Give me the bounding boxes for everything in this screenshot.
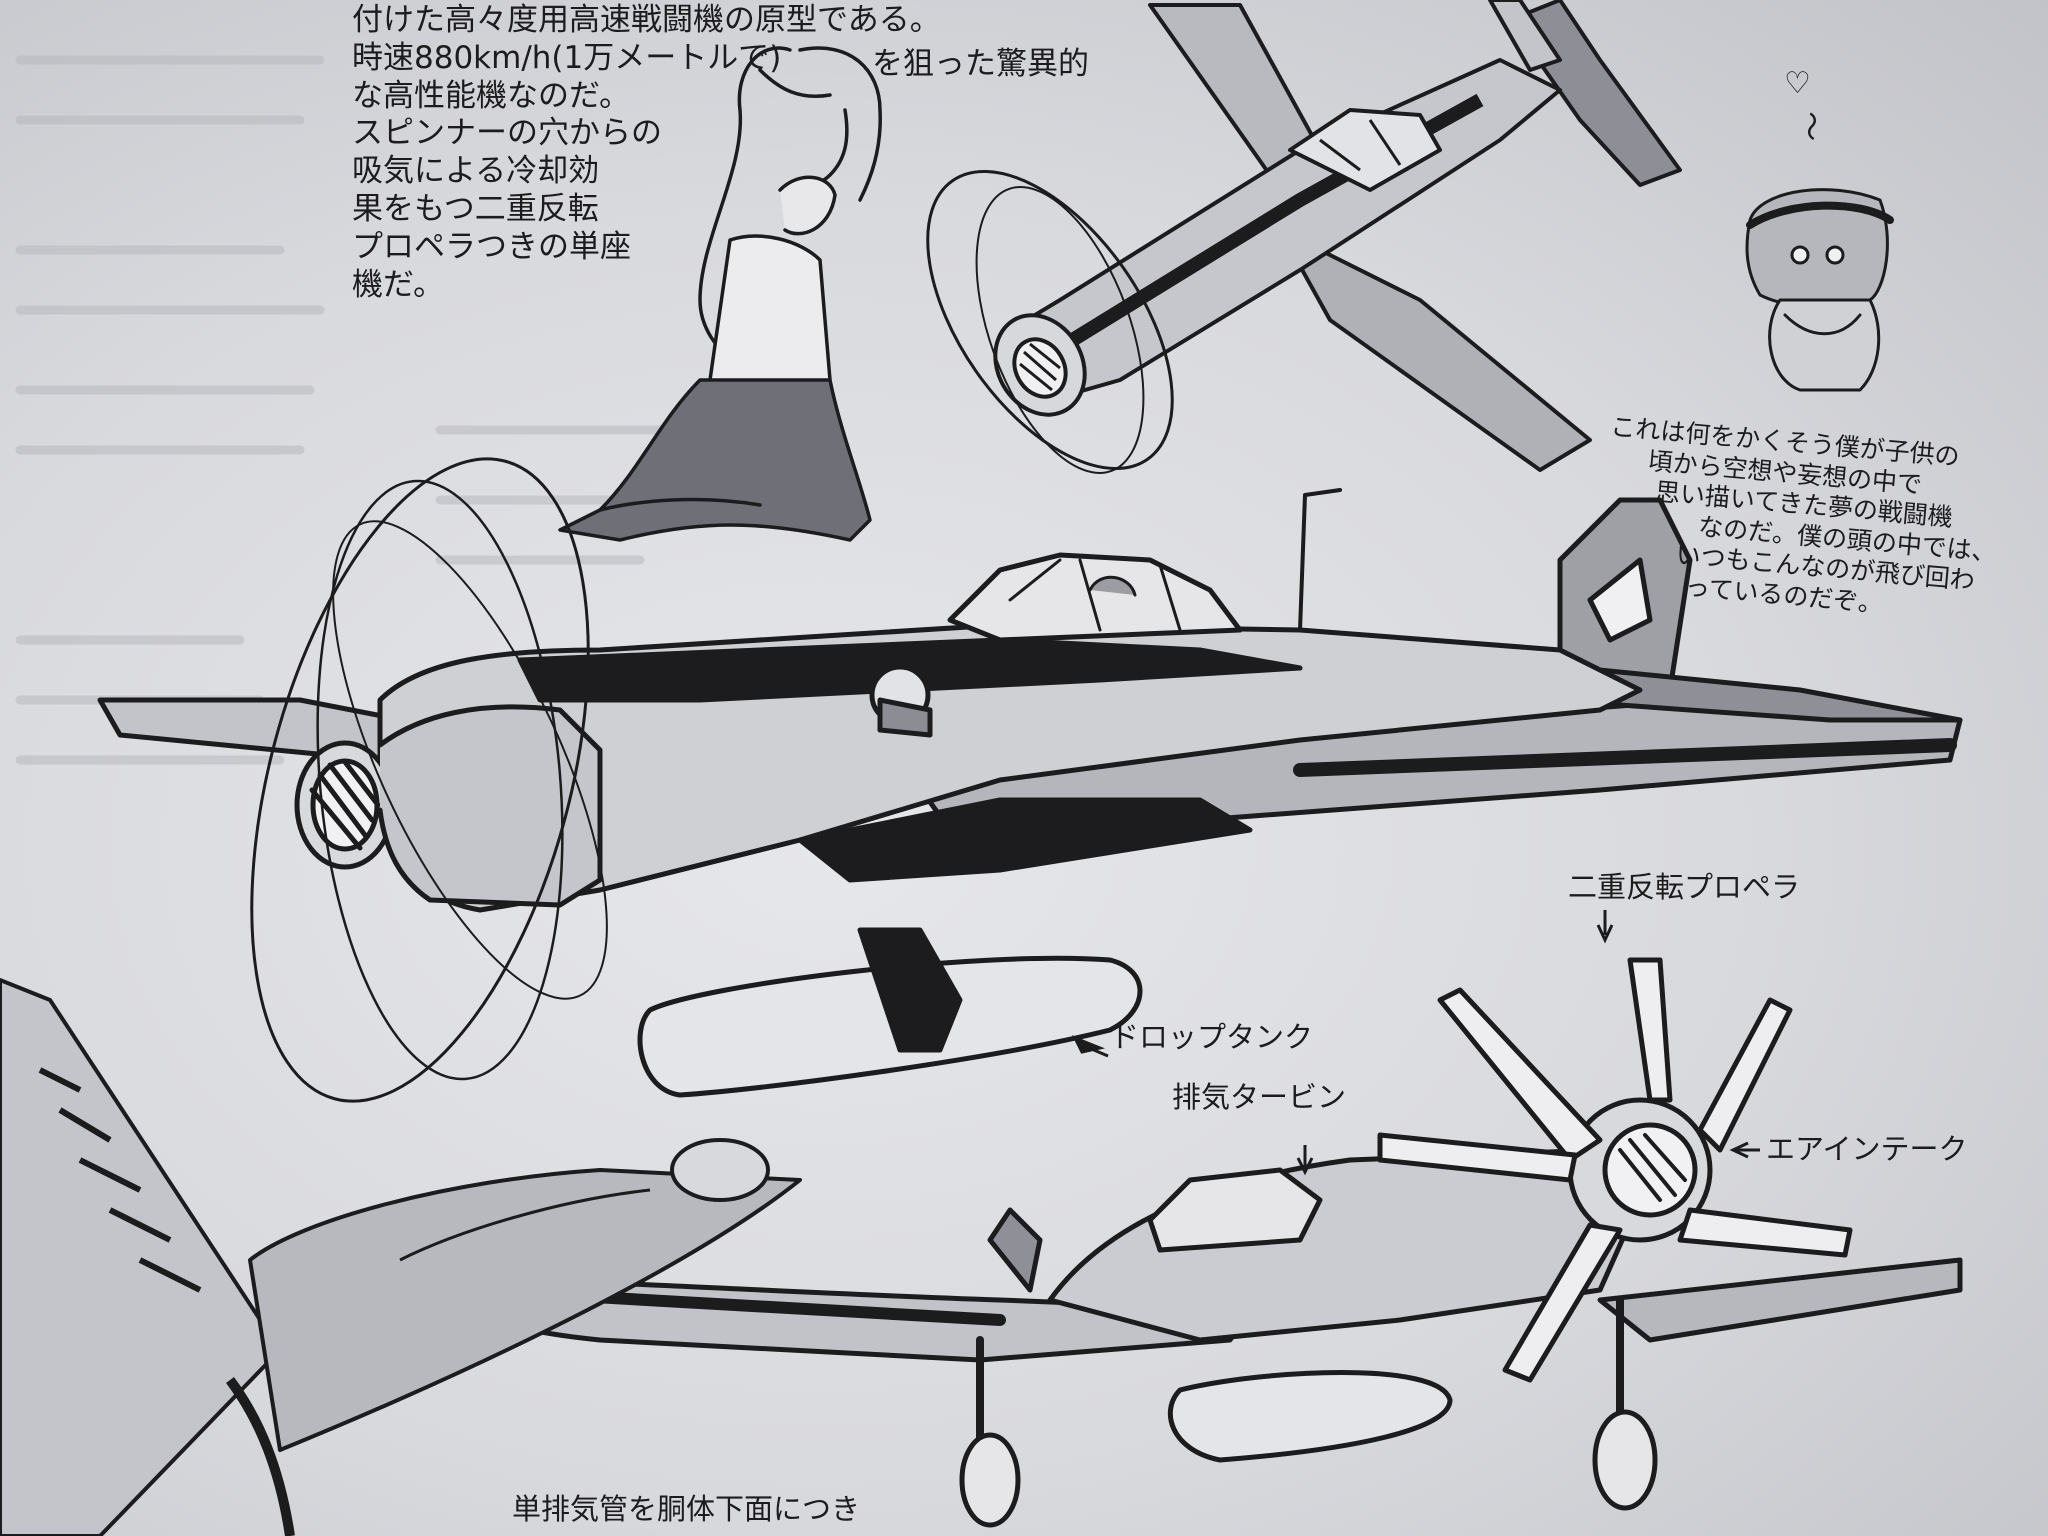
intro-line: 付けた高々度用高速戦闘機の原型である。 bbox=[352, 2, 941, 38]
faint-background-text bbox=[15, 55, 705, 765]
heart-icon: ♡ bbox=[1784, 66, 1811, 101]
intro-side-note: を狙った驚異的 bbox=[872, 46, 1089, 82]
intro-line: 時速880km/h(1万メートルで) bbox=[352, 39, 782, 76]
callout-arrows bbox=[1071, 910, 1760, 1176]
contra-prop-label: 二重反転プロペラ bbox=[1568, 870, 1801, 904]
arrow-icon bbox=[1596, 910, 1614, 944]
drop-tank-label: ドロップタンク bbox=[1110, 1020, 1314, 1054]
small-cartoon-character bbox=[1745, 188, 1894, 392]
kneeling-girl-figure bbox=[558, 46, 882, 542]
intro-line: プロペラつきの単座 bbox=[352, 228, 631, 265]
arrow-icon bbox=[1071, 1035, 1109, 1058]
main-fighter bbox=[97, 457, 1963, 1103]
air-intake-label: エアインテーク bbox=[1766, 1132, 1968, 1166]
fighter-top-right bbox=[926, 0, 1682, 474]
intro-line: な高性能機なのだ。 bbox=[352, 77, 631, 114]
intro-line: 機だ。 bbox=[352, 266, 445, 303]
closeup-wing-fragment bbox=[0, 978, 802, 1536]
intro-line: 果をもつ二重反転 bbox=[352, 191, 599, 228]
fighter-bottom-right bbox=[437, 957, 1963, 1528]
squiggle-mark: 〜 bbox=[1792, 111, 1828, 142]
arrow-icon bbox=[1729, 1141, 1760, 1159]
single-exhaust-label: 単排気管を胴体下面につき bbox=[512, 1492, 861, 1526]
intro-text-block: 付けた高々度用高速戦闘機の原型である。 時速880km/h(1万メートルで) な… bbox=[352, 2, 941, 305]
story-text-block: これは何をかくそう僕が子供の 頃から空想や妄想の中で 思い描いてきた夢の戦闘機 … bbox=[1596, 412, 2006, 629]
intro-line: 吸気による冷却効 bbox=[352, 153, 600, 190]
intro-line: スピンナーの穴からの bbox=[352, 115, 662, 152]
arrow-icon bbox=[1296, 1145, 1314, 1176]
exhaust-turbine-label: 排気タービン bbox=[1172, 1080, 1347, 1114]
